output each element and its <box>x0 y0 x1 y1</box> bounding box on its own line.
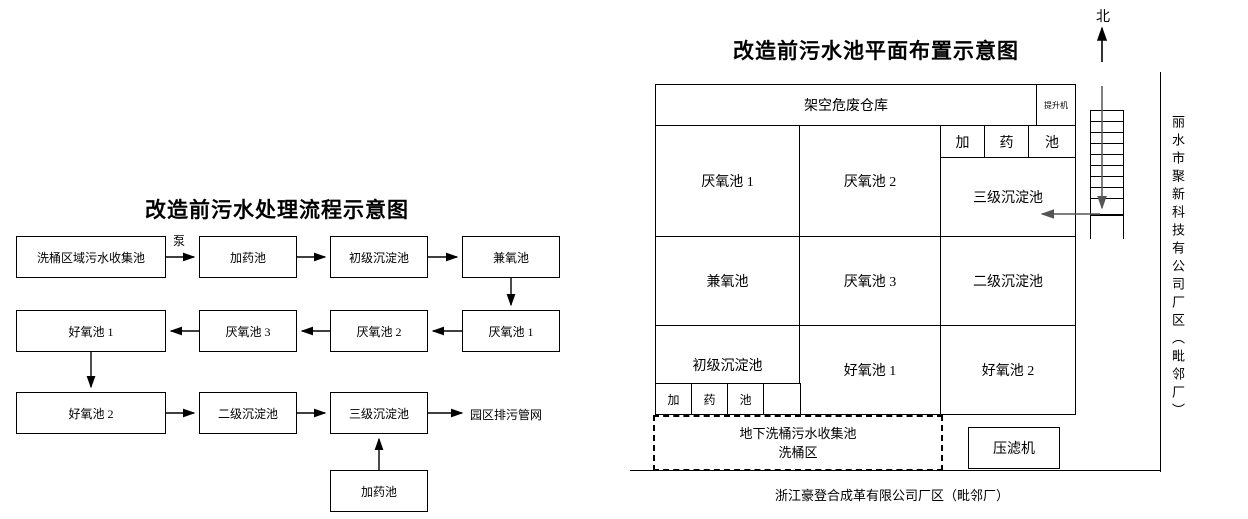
flow-outlet-label: 园区排污管网 <box>470 408 543 422</box>
flow-node-dosing-1: 加药池 <box>199 236 297 278</box>
flow-node-collect: 洗桶区域污水收集池 <box>16 236 166 278</box>
flow-node-anaerobic-3: 厌氧池 3 <box>199 310 297 352</box>
underground-line-1: 地下洗桶污水收集池 <box>739 425 857 441</box>
plan-cell-aerobic-2: 好氧池 2 <box>940 325 1076 415</box>
plan-cell-underground-collection: 地下洗桶污水收集池 洗桶区 <box>653 415 943 471</box>
plan-cell-anaerobic-2: 厌氧池 2 <box>799 125 941 237</box>
flow-node-aerobic-2: 好氧池 2 <box>16 392 166 434</box>
plan-cell-dosing-bottom-blank <box>763 383 801 415</box>
plan-bottom-boundary <box>630 470 1160 471</box>
plan-title: 改造前污水池平面布置示意图 <box>733 38 1019 63</box>
plan-cell-anaerobic-1: 厌氧池 1 <box>655 125 800 237</box>
pump-label: 泵 <box>173 234 186 248</box>
plan-cell-dosing-bottom-1: 加 <box>655 383 692 415</box>
flowchart-title: 改造前污水处理流程示意图 <box>145 197 409 222</box>
north-label: 北 <box>1096 10 1110 25</box>
flow-node-anaerobic-1: 厌氧池 1 <box>462 310 560 352</box>
plan-cell-dosing-bottom-2: 药 <box>691 383 728 415</box>
plan-cell-dosing-bottom-3: 池 <box>727 383 764 415</box>
plan-bottom-caption: 浙江豪登合成革有限公司厂区（毗邻厂） <box>775 488 1010 503</box>
flow-node-dosing-2: 加药池 <box>330 470 428 512</box>
underground-line-2: 洗桶区 <box>778 445 818 460</box>
right-site-label: 丽水市聚新科技有公司厂区（毗邻厂） <box>1170 115 1185 421</box>
flow-node-primary-sediment: 初级沉淀池 <box>330 236 428 278</box>
plan-cell-sediment-3: 三级沉淀池 <box>940 157 1076 237</box>
flow-node-facultative: 兼氧池 <box>462 236 560 278</box>
flow-node-tertiary-sediment: 三级沉淀池 <box>330 392 428 434</box>
plan-cell-aerobic-1: 好氧池 1 <box>799 325 941 415</box>
plan-cell-facultative: 兼氧池 <box>655 236 800 326</box>
flow-node-aerobic-1: 好氧池 1 <box>16 310 166 352</box>
plan-cell-anaerobic-3: 厌氧池 3 <box>799 236 941 326</box>
plan-cell-warehouse: 架空危废仓库 <box>655 84 1037 126</box>
flow-node-anaerobic-2: 厌氧池 2 <box>330 310 428 352</box>
plan-cell-filter-press: 压滤机 <box>968 427 1060 469</box>
plan-cell-dosing-top-3: 池 <box>1028 125 1076 158</box>
plan-cell-hoist: 提升机 <box>1036 84 1076 126</box>
flow-node-secondary-sediment: 二级沉淀池 <box>199 392 297 434</box>
plan-cell-dosing-top-1: 加 <box>940 125 985 158</box>
plan-cell-sediment-2: 二级沉淀池 <box>940 236 1076 326</box>
plan-cell-dosing-top-2: 药 <box>984 125 1029 158</box>
